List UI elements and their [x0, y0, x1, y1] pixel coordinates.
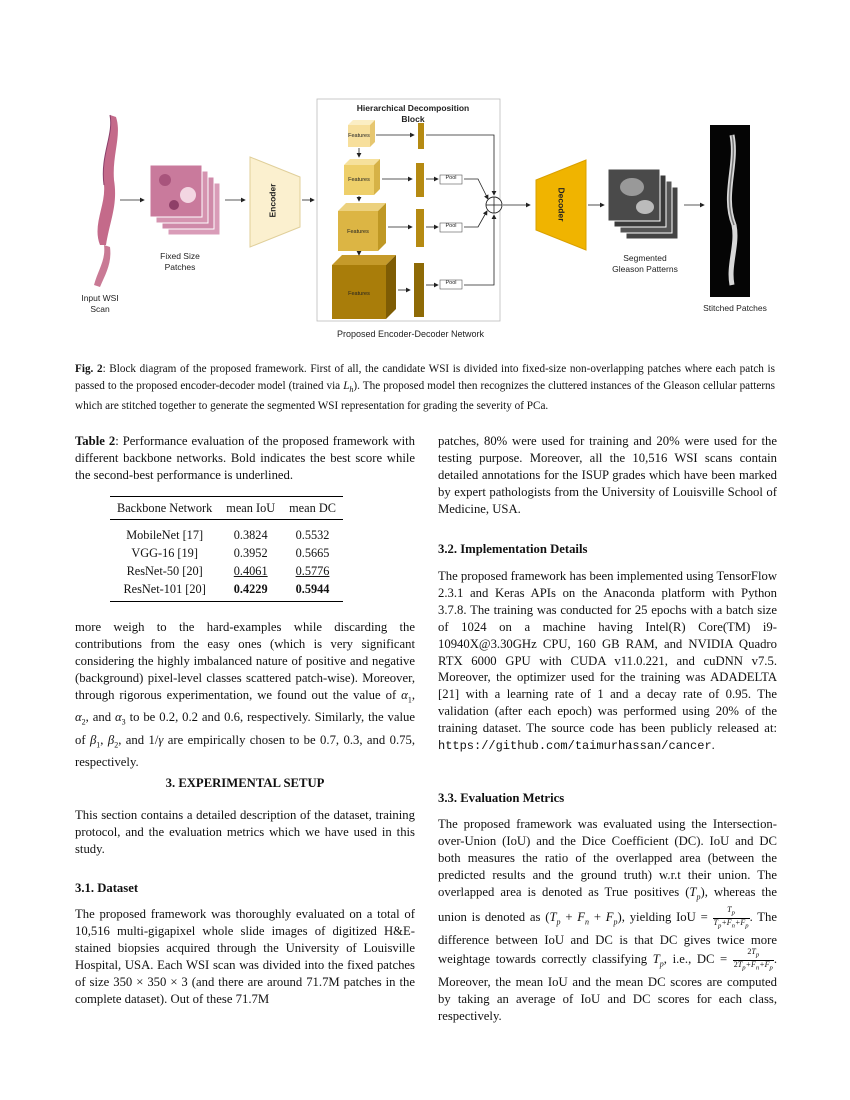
patches-label: Fixed Size Patches	[150, 251, 210, 273]
figure-caption: Fig. 2: Block diagram of the proposed fr…	[75, 363, 776, 413]
section-heading: 3. EXPERIMENTAL SETUP	[165, 776, 325, 790]
pool-label-1: Pool	[445, 175, 457, 181]
figure-2: Hierarchical Decomposition Block Feature…	[70, 95, 780, 345]
table-cell: ResNet-50 [20]	[126, 563, 203, 578]
feature-cube-1	[348, 120, 375, 147]
evaluation-paragraph: The proposed framework was evaluated usi…	[438, 817, 778, 1023]
encoder-block	[249, 156, 301, 248]
table-header-cell: mean IoU	[219, 496, 283, 520]
pool-label-2: Pool	[445, 223, 457, 229]
section-paragraph: This section contains a detailed descrip…	[75, 808, 415, 856]
table-cell: 0.5532	[295, 527, 330, 542]
second-best-dc: 0.5776	[295, 563, 330, 578]
left-paragraph-1: more weigh to the hard-examples while di…	[75, 620, 415, 769]
implementation-paragraph: The proposed framework has been implemen…	[438, 569, 777, 754]
pool-label-3: Pool	[445, 280, 457, 286]
second-best-iou: 0.4061	[233, 563, 268, 578]
features-label-3: Features	[347, 229, 369, 235]
table-cell: 0.3952	[233, 545, 268, 560]
table-cell: VGG-16 [19]	[131, 545, 198, 560]
decoder-block	[535, 159, 587, 251]
feature-cube-4	[332, 255, 396, 319]
eval-d: . The difference between IoU and DC is t…	[438, 910, 778, 967]
table-row: ResNet-50 [20] 0.4061 0.5776	[110, 562, 343, 580]
feature-bars	[414, 123, 424, 317]
evaluation-heading: 3.3. Evaluation Metrics	[438, 791, 565, 805]
block-title: Hierarchical Decomposition Block	[356, 103, 470, 124]
pool-box-1	[439, 174, 463, 185]
table-header-cell: Backbone Network	[110, 496, 220, 520]
table-cell: 0.5776	[282, 562, 343, 580]
input-wsi-label-line2: Scan	[90, 304, 110, 314]
eval-b: ), whereas the union is denoted as (	[438, 884, 777, 925]
left-para1-a: more weigh to the hard-examples while di…	[75, 620, 415, 702]
figure-caption-label: Fig. 2	[75, 363, 103, 375]
best-dc: 0.5944	[282, 579, 343, 602]
best-iou: 0.4229	[219, 579, 283, 602]
figure-caption-text-2: ). The proposed model then recognizes th…	[75, 379, 776, 413]
left-para1-b: to be 0.2, 0.2 and 0.6, respectively. Si…	[75, 710, 415, 747]
dataset-text-b: (and there are around 71.7M patches in t…	[75, 974, 415, 1006]
segmented-label-line2: Gleason Patterns	[612, 264, 678, 274]
eval-f: . Moreover, the mean IoU and the mean DC…	[438, 952, 777, 1023]
table-cell: 0.3824	[233, 527, 268, 542]
input-wsi-image	[94, 114, 118, 287]
input-wsi-label: Input WSI Scan	[70, 293, 130, 315]
table-caption-text: : Performance evaluation of the proposed…	[75, 434, 415, 482]
pool-box-2	[439, 222, 463, 233]
source-code-link[interactable]: https://github.com/taimurhassan/cancer	[438, 739, 712, 754]
table-header-row: Backbone Network mean IoU mean DC	[110, 496, 343, 520]
left-para1-c: are empirically chosen to be 0.7, 0.3, a…	[75, 732, 415, 769]
table-cell: 0.5665	[295, 545, 330, 560]
table-caption-label: Table 2	[75, 434, 116, 448]
features-label-2: Features	[348, 177, 370, 183]
eval-a: The proposed framework was evaluated usi…	[438, 817, 777, 899]
patches-label-line2: Patches	[164, 262, 196, 272]
table-cell: ResNet-101 [20]	[110, 579, 220, 602]
implementation-text: The proposed framework has been implemen…	[438, 569, 777, 736]
feature-cube-3	[338, 203, 386, 251]
backbone-table: Backbone Network mean IoU mean DC Mobile…	[110, 496, 343, 602]
table-cell: 0.4061	[219, 562, 282, 580]
pool-box-3	[439, 279, 463, 290]
dataset-heading: 3.1. Dataset	[75, 881, 139, 895]
segmented-label: Segmented Gleason Patterns	[600, 253, 690, 275]
features-label-1: Features	[348, 133, 370, 139]
table-header-cell: mean DC	[282, 496, 343, 520]
feature-cube-2	[344, 159, 380, 195]
patches-image	[149, 164, 221, 236]
block-diagram	[94, 98, 750, 322]
network-label: Proposed Encoder-Decoder Network	[336, 329, 485, 339]
table-row: VGG-16 [19] 0.3952 0.5665	[110, 544, 343, 562]
table-caption: Table 2: Performance evaluation of the p…	[75, 433, 415, 484]
right-paragraph-top: patches, 80% were used for training and …	[438, 434, 777, 516]
eval-e: , i.e., DC =	[663, 952, 733, 967]
segmented-image	[607, 168, 679, 240]
decoder-label: Decoder	[556, 187, 567, 222]
stitched-label: Stitched Patches	[703, 303, 767, 313]
table-row: MobileNet [17] 0.3824 0.5532	[110, 526, 343, 544]
features-label-4: Features	[348, 291, 370, 297]
implementation-heading: 3.2. Implementation Details	[438, 542, 588, 556]
dataset-text-a: The proposed framework was thoroughly ev…	[75, 907, 415, 989]
eval-c: ), yielding IoU =	[617, 910, 713, 925]
table-cell: MobileNet [17]	[126, 527, 204, 542]
segmented-label-line1: Segmented	[623, 253, 667, 263]
input-wsi-label-line1: Input WSI	[81, 293, 119, 303]
dataset-paragraph: The proposed framework was thoroughly ev…	[75, 907, 415, 1006]
encoder-label: Encoder	[267, 183, 278, 218]
patches-label-line1: Fixed Size	[160, 251, 200, 261]
table-row: ResNet-101 [20] 0.4229 0.5944	[110, 579, 343, 602]
figure-caption-text-1: : Block diagram of the proposed framewor…	[75, 363, 775, 392]
